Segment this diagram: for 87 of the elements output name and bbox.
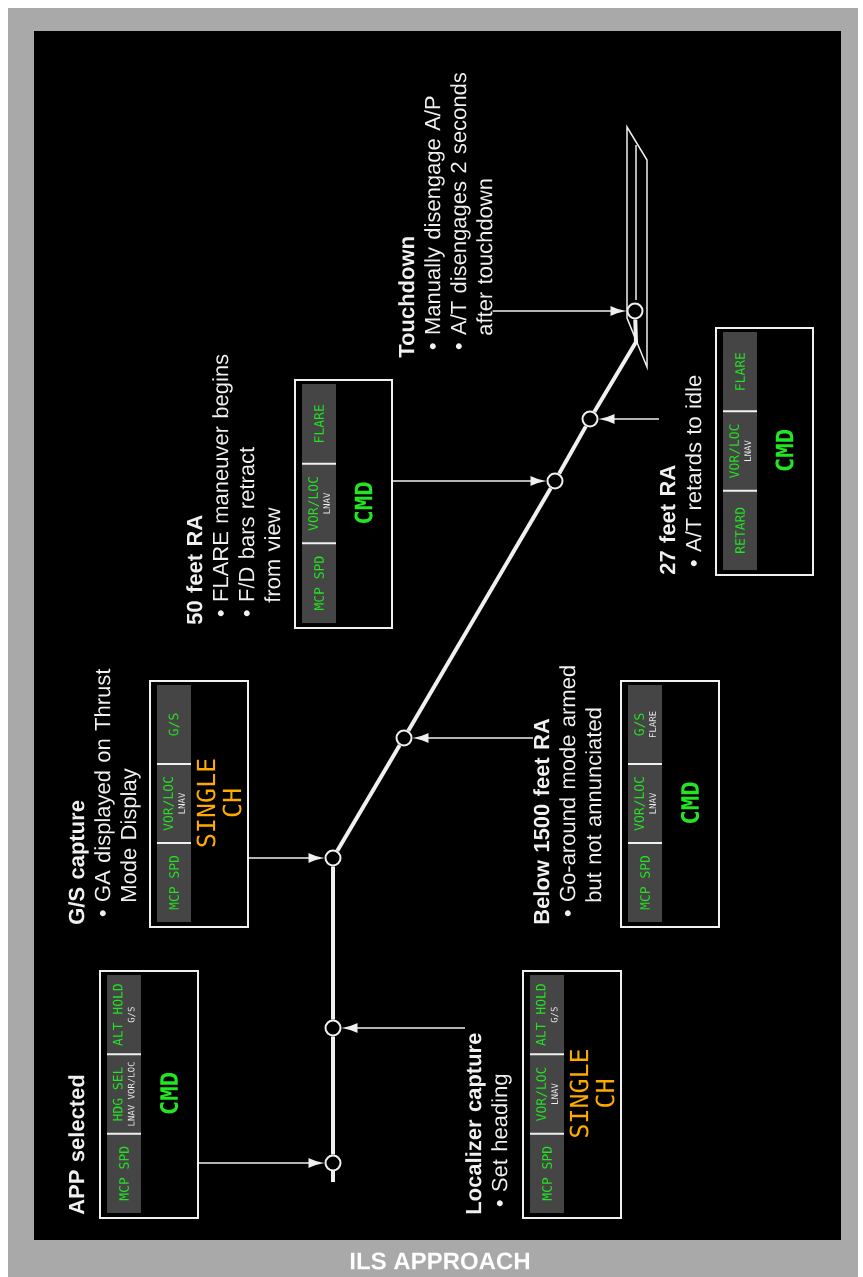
bullet-text: • Go-around mode armed but not annunciated (559, 666, 602, 917)
waypoint-circle (324, 849, 342, 867)
engage-status: SINGLE CH (196, 759, 242, 847)
node-label: ALT HOLD (535, 984, 546, 1046)
mode-cell: ALT HOLD G/S (107, 975, 141, 1055)
arrow (248, 853, 322, 863)
node-label: LNAV VOR/LOC (127, 1062, 136, 1126)
node-label: MCP SPD (169, 855, 179, 910)
bullet-text: • A/T retards to idle (685, 375, 702, 567)
flight-path (592, 319, 638, 413)
flight-path (335, 744, 402, 852)
flight-path (331, 866, 335, 1020)
bullet-text: • Set heading (491, 1074, 512, 1207)
engage-status: CMD (775, 429, 794, 471)
event-heading: 50 feet RA (186, 515, 203, 625)
node-label: FLARE (649, 711, 656, 738)
node-label: LNAV (744, 440, 751, 461)
mode-cell: G/S (157, 685, 191, 764)
waypoint-circle (324, 1154, 342, 1172)
waypoint-circle (324, 1019, 342, 1037)
bullet-text: • A/T disengages 2 seconds after touchdown (450, 72, 493, 350)
mode-cell: VOR/LOC LNAV (530, 1054, 564, 1134)
mode-cell: MCP SPD (302, 543, 336, 623)
node-label: VOR/LOC (163, 777, 175, 831)
arrow (344, 1023, 466, 1033)
node-label: HDG SEL (112, 1067, 123, 1121)
bullet-text: • F/D bars retract from view (238, 447, 281, 617)
waypoint-circle (395, 729, 413, 747)
diagram-title: ILS APPROACH (350, 1252, 530, 1270)
mode-cell: FLARE (302, 384, 336, 464)
node-label: MCP SPD (542, 1146, 552, 1201)
engage-status: CMD (159, 1072, 179, 1114)
flight-path (331, 1036, 335, 1155)
mode-cell: HDG SEL LNAV VOR/LOC (107, 1054, 141, 1134)
waypoint-circle (626, 302, 644, 320)
node-label: LNAV (551, 1083, 558, 1104)
arrow (601, 414, 660, 424)
mode-cell: VOR/LOC LNAV (157, 764, 191, 843)
node-label: FLARE (735, 352, 745, 390)
arrow (491, 306, 624, 316)
engage-status: CMD (354, 482, 373, 523)
arrow (392, 476, 544, 486)
node-label: MCP SPD (640, 855, 650, 910)
node-label: RETARD (735, 507, 745, 553)
arrow (198, 1158, 322, 1168)
node-label: LNAV (649, 792, 656, 814)
waypoint-circle (546, 472, 564, 490)
node-label: FLARE (314, 405, 324, 442)
mode-cell: MCP SPD (628, 843, 662, 922)
bullet-text: • FLARE maneuver begins (212, 354, 233, 617)
node-label: G/S (634, 713, 646, 736)
node-label: G/S (168, 713, 180, 736)
node-label: VOR/LOC (536, 1067, 548, 1122)
event-heading: Localizer capture (465, 1033, 486, 1214)
bullet-text: • Manually disengage A/P (424, 96, 445, 350)
engage-status: SINGLE CH (569, 1049, 615, 1137)
mode-cell: VOR/LOC LNAV (723, 411, 757, 491)
mode-cell: RETARD (723, 490, 757, 570)
event-heading: APP selected (68, 1075, 85, 1215)
event-heading: Below 1500 feet RA (533, 718, 550, 924)
mode-cell: MCP SPD (157, 843, 191, 922)
node-label: VOR/LOC (634, 777, 646, 831)
node-label: MCP SPD (314, 556, 324, 611)
bullet-text: • GA displayed on Thrust Mode Display (94, 668, 141, 917)
node-label: LNAV (178, 792, 185, 814)
event-heading: 27 feet RA (659, 465, 676, 574)
mode-cell: VOR/LOC LNAV (302, 463, 336, 544)
mode-cell: MCP SPD (530, 1133, 564, 1213)
flight-path (406, 487, 553, 732)
node-label: VOR/LOC (729, 424, 741, 479)
mode-cell: MCP SPD (107, 1133, 141, 1213)
arrow (415, 733, 534, 743)
mode-cell: VOR/LOC LNAV (628, 764, 662, 843)
waypoint-circle (581, 410, 599, 428)
node-label: VOR/LOC (308, 477, 320, 531)
node-label: G/S (127, 1007, 136, 1023)
engage-status: CMD (680, 782, 700, 823)
mode-cell: FLARE (723, 332, 757, 412)
node-label: G/S (550, 1007, 559, 1023)
event-heading: Touchdown (398, 237, 415, 358)
flight-path (557, 425, 588, 475)
mode-cell: ALT HOLD G/S (530, 975, 564, 1055)
event-heading: G/S capture (68, 800, 89, 924)
mode-cell: G/S FLARE (628, 685, 662, 764)
node-label: ALT HOLD (112, 984, 123, 1046)
node-label: LNAV (323, 492, 330, 514)
node-label: MCP SPD (119, 1146, 129, 1201)
